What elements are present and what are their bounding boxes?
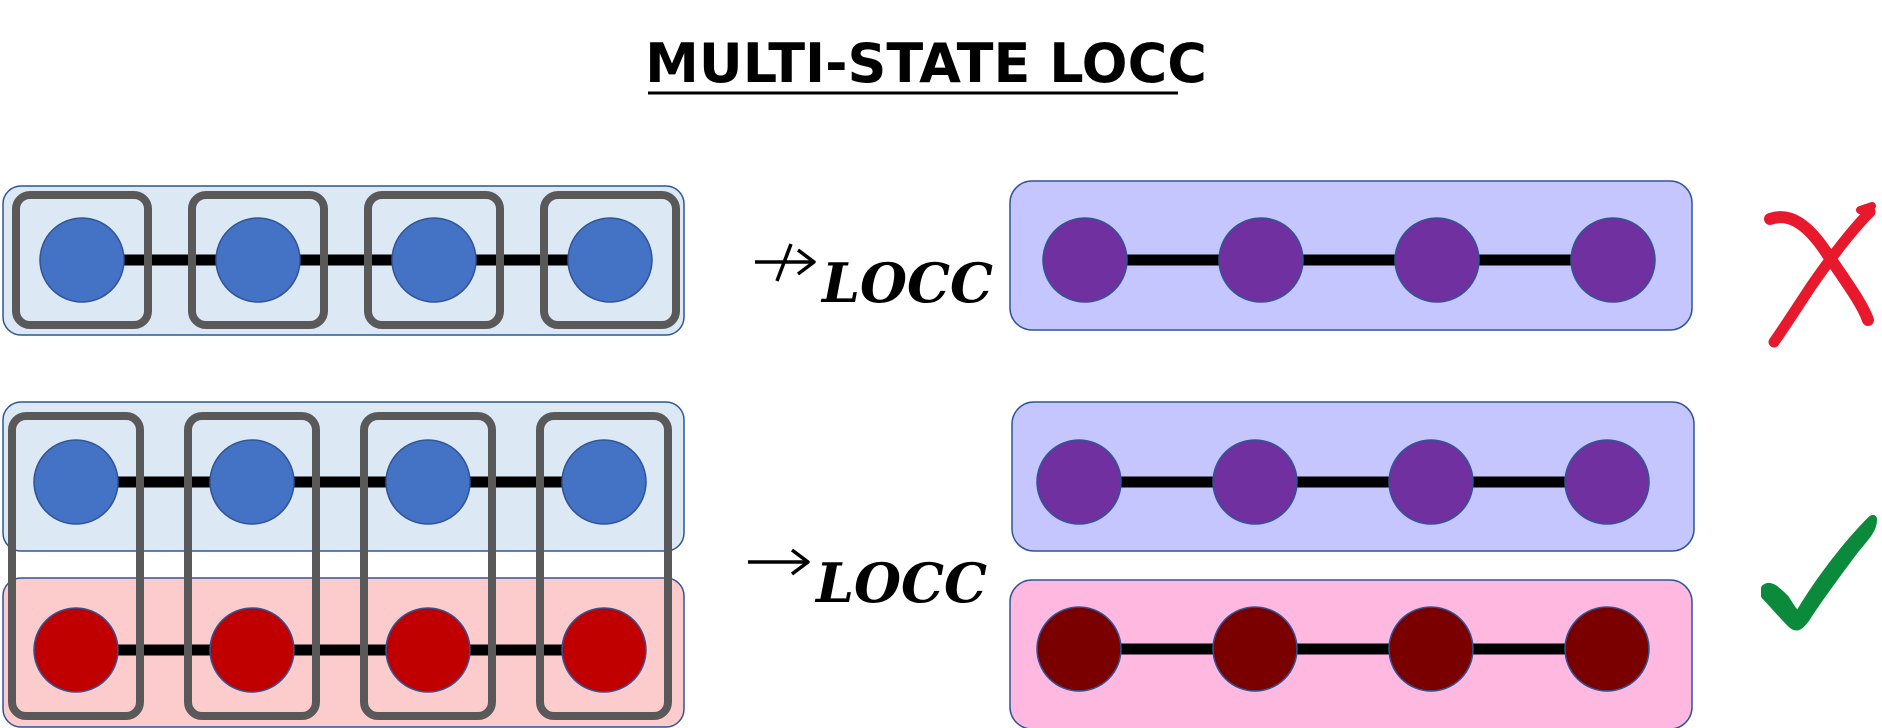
row1-local-party-box-3 bbox=[364, 191, 504, 329]
row1-local-party-box-1 bbox=[12, 191, 152, 329]
page-title: MULTI-STATE LOCC bbox=[645, 32, 1207, 95]
row1-relation: LOCC bbox=[755, 243, 993, 315]
row2-red-node-1 bbox=[33, 607, 119, 693]
cross-mark-icon bbox=[1764, 202, 1876, 348]
row1-not-arrow bbox=[755, 243, 816, 282]
row2-locc-subscript: LOCC bbox=[814, 551, 987, 615]
row1-right-node-4 bbox=[1570, 217, 1656, 303]
row1-left-node-4 bbox=[567, 217, 653, 303]
row2-purple-node-4 bbox=[1564, 439, 1650, 525]
row2-red-node-3 bbox=[385, 607, 471, 693]
row2-local-party-box-3 bbox=[360, 412, 496, 720]
row2-right-chains bbox=[1009, 401, 1695, 728]
row2-darkred-node-1 bbox=[1036, 606, 1122, 692]
row2-left-chains bbox=[2, 401, 685, 728]
row1-left-node-3 bbox=[391, 217, 477, 303]
row1-right-chain bbox=[1009, 180, 1693, 331]
row2-blue-node-3 bbox=[385, 439, 471, 525]
row2-purple-node-1 bbox=[1036, 439, 1122, 525]
row2-darkred-node-4 bbox=[1564, 606, 1650, 692]
row2-relation: LOCC bbox=[748, 548, 987, 615]
row2-arrow bbox=[748, 548, 810, 576]
row1-local-party-box-4 bbox=[540, 191, 680, 329]
row2-local-party-box-4 bbox=[536, 412, 672, 720]
row1-left-chain bbox=[2, 185, 685, 336]
row2-red-node-2 bbox=[209, 607, 295, 693]
row1-left-node-2 bbox=[215, 217, 301, 303]
row2-local-party-box-2 bbox=[184, 412, 320, 720]
row2-local-party-box-1 bbox=[8, 412, 144, 720]
row2-blue-node-2 bbox=[209, 439, 295, 525]
row2-red-node-4 bbox=[561, 607, 647, 693]
row1-local-party-box-2 bbox=[188, 191, 328, 329]
row2-darkred-node-2 bbox=[1212, 606, 1298, 692]
row1-right-node-1 bbox=[1042, 217, 1128, 303]
row2-purple-node-2 bbox=[1212, 439, 1298, 525]
row1-locc-subscript: LOCC bbox=[820, 251, 993, 315]
row2-darkred-node-3 bbox=[1388, 606, 1474, 692]
row1-left-node-1 bbox=[39, 217, 125, 303]
row2-purple-node-3 bbox=[1388, 439, 1474, 525]
row1-right-node-2 bbox=[1218, 217, 1304, 303]
row2-blue-node-1 bbox=[33, 439, 119, 525]
check-mark-icon bbox=[1761, 514, 1877, 631]
row2-blue-node-4 bbox=[561, 439, 647, 525]
row1-right-node-3 bbox=[1394, 217, 1480, 303]
